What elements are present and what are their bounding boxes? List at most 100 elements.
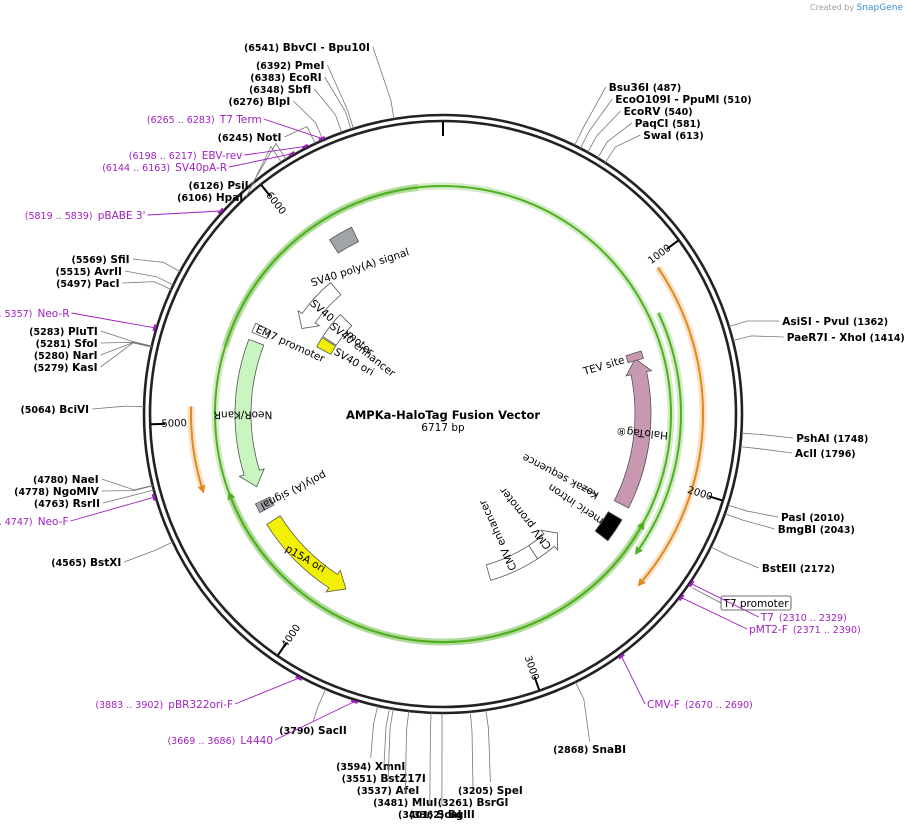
site-sacii: (3790) SacII [279, 688, 347, 737]
site-paqci: PaqCI (581) [597, 118, 701, 159]
tick-mark [277, 642, 287, 656]
feature-poly-a-signal: poly(A) signal [254, 468, 328, 514]
site-label: SwaI (613) [643, 130, 703, 142]
site-name: PmeI [295, 60, 325, 72]
site-position: (3790) [279, 726, 314, 737]
site-position: (3205) [458, 786, 493, 797]
site-label: BstEII (2172) [762, 563, 835, 575]
feature-shape [594, 511, 623, 542]
primer-name: pMT2-F [749, 624, 788, 636]
site-label: (6126) PsiI [189, 180, 249, 192]
site-position: (5064) [20, 405, 55, 416]
site-position: (6276) [228, 97, 263, 108]
feature-label: HaloTag® [616, 424, 669, 441]
site-label: PaqCI (581) [635, 118, 701, 130]
primer-leader [263, 118, 322, 139]
site-leader [100, 342, 152, 368]
site-bcivi: (5064) BciVI [20, 404, 145, 416]
primer-position: (3883 .. 3902) [95, 700, 163, 711]
site-leader [293, 100, 324, 141]
site-name: NotI [256, 132, 281, 144]
site-label: (5569) SfiI [72, 254, 130, 266]
site-label: (6106) HpaI [177, 192, 243, 204]
site-naei: (4780) NaeI [33, 474, 153, 491]
site-leader [101, 485, 153, 492]
site-name: SacII [318, 725, 347, 737]
site-label: (3594) XmnI [336, 761, 405, 773]
site-leader [597, 122, 633, 159]
snapgene-credit: Created by SnapGene [810, 3, 903, 13]
site-scai: (3401) ScaI [398, 712, 462, 821]
primer-mark [678, 594, 685, 602]
site-psii: (6126) PsiI [189, 142, 287, 192]
site-leader [429, 712, 432, 807]
orf-arc [190, 406, 203, 489]
site-separator: - [317, 42, 329, 54]
primer-label: (5338 .. 5357) Neo-R [0, 302, 70, 321]
site-name-alt: XhoI [839, 332, 866, 344]
site-name: PaqCI [635, 118, 669, 130]
site-avrii: (5515) AvrII [56, 266, 174, 286]
primer-position: (2670 .. 2690) [685, 700, 753, 711]
site-bstxi: (4565) BstXI [51, 541, 173, 569]
site-sbfi: (6348) SbfI [249, 84, 343, 133]
site-label: AsiSI - PvuI (1362) [782, 316, 888, 328]
credit-prefix: Created by [810, 3, 855, 12]
site-position: (1362) [853, 317, 888, 328]
site-position: (2010) [809, 513, 844, 524]
site-leader [485, 709, 491, 783]
primer-leader [244, 146, 306, 156]
feature-label: poly(A) signal [258, 468, 328, 511]
site-position: (3401) [398, 810, 433, 821]
site-leader [370, 705, 379, 759]
primer-leader [228, 153, 292, 168]
site-name: EcoRV [624, 106, 662, 118]
site-name: AvrII [94, 266, 122, 278]
site-name: Bsu36I [609, 82, 649, 94]
primer-neo-r: (5338 .. 5357) Neo-R [0, 302, 157, 332]
primer-position: (2310 .. 2329) [779, 613, 847, 624]
site-leader [245, 145, 282, 198]
site-position: (510) [723, 95, 752, 106]
primer-name: pBABE 3' [98, 210, 146, 222]
orf-arc [640, 267, 705, 583]
site-pluti: (5283) PluTI [29, 326, 152, 347]
site-name: PsiI [227, 180, 248, 192]
site-leader [124, 541, 173, 563]
feature-shape [266, 515, 347, 593]
site-ecorv: EcoRV (540) [587, 106, 693, 153]
site-name: BmgBI [778, 524, 816, 536]
site-position: (1414) [870, 333, 905, 344]
primer-mark [288, 151, 296, 157]
site-leader [574, 86, 607, 146]
site-leader [728, 320, 780, 327]
site-layer: (6541) BbvCI - Bpu10I(6392) PmeI(6383) E… [14, 42, 905, 821]
primer-name: L4440 [240, 735, 273, 747]
primer-leader [71, 312, 155, 329]
feature-shape [251, 322, 271, 339]
map-title: AMPKa-HaloTag Fusion Vector [346, 408, 540, 422]
primer-position: (6198 .. 6217) [129, 151, 197, 162]
feature-shape [254, 496, 275, 514]
site-name: AsiSI [782, 316, 811, 328]
site-pmei: (6392) PmeI [256, 60, 354, 129]
site-label: (3362) BglII [409, 809, 475, 821]
site-leader [132, 258, 181, 272]
site-name-alt: PpuMI [682, 94, 719, 106]
site-name: PshAI [796, 433, 829, 445]
site-pshai: PshAI (1748) [741, 432, 868, 445]
primer-label: CMV-F (2670 .. 2690) [647, 693, 753, 712]
feature-em7-promoter: EM7 promoter [251, 322, 327, 365]
site-label: (6541) BbvCI - Bpu10I [244, 42, 370, 54]
site-noti: (6245) NotI [218, 125, 316, 144]
tick-label: 5000 [161, 418, 187, 430]
site-position: (4565) [51, 558, 86, 569]
primer-label: (4728 .. 4747) Neo-F [0, 510, 69, 529]
primer-cmv-f: CMV-F (2670 .. 2690) [617, 653, 753, 712]
orf-arrowhead [197, 484, 206, 494]
backbone-outer-ring [142, 113, 744, 715]
site-label: PasI (2010) [781, 512, 844, 524]
primer-name: EBV-rev [202, 150, 243, 162]
feature-shape [316, 337, 337, 355]
site-leader [404, 710, 410, 795]
